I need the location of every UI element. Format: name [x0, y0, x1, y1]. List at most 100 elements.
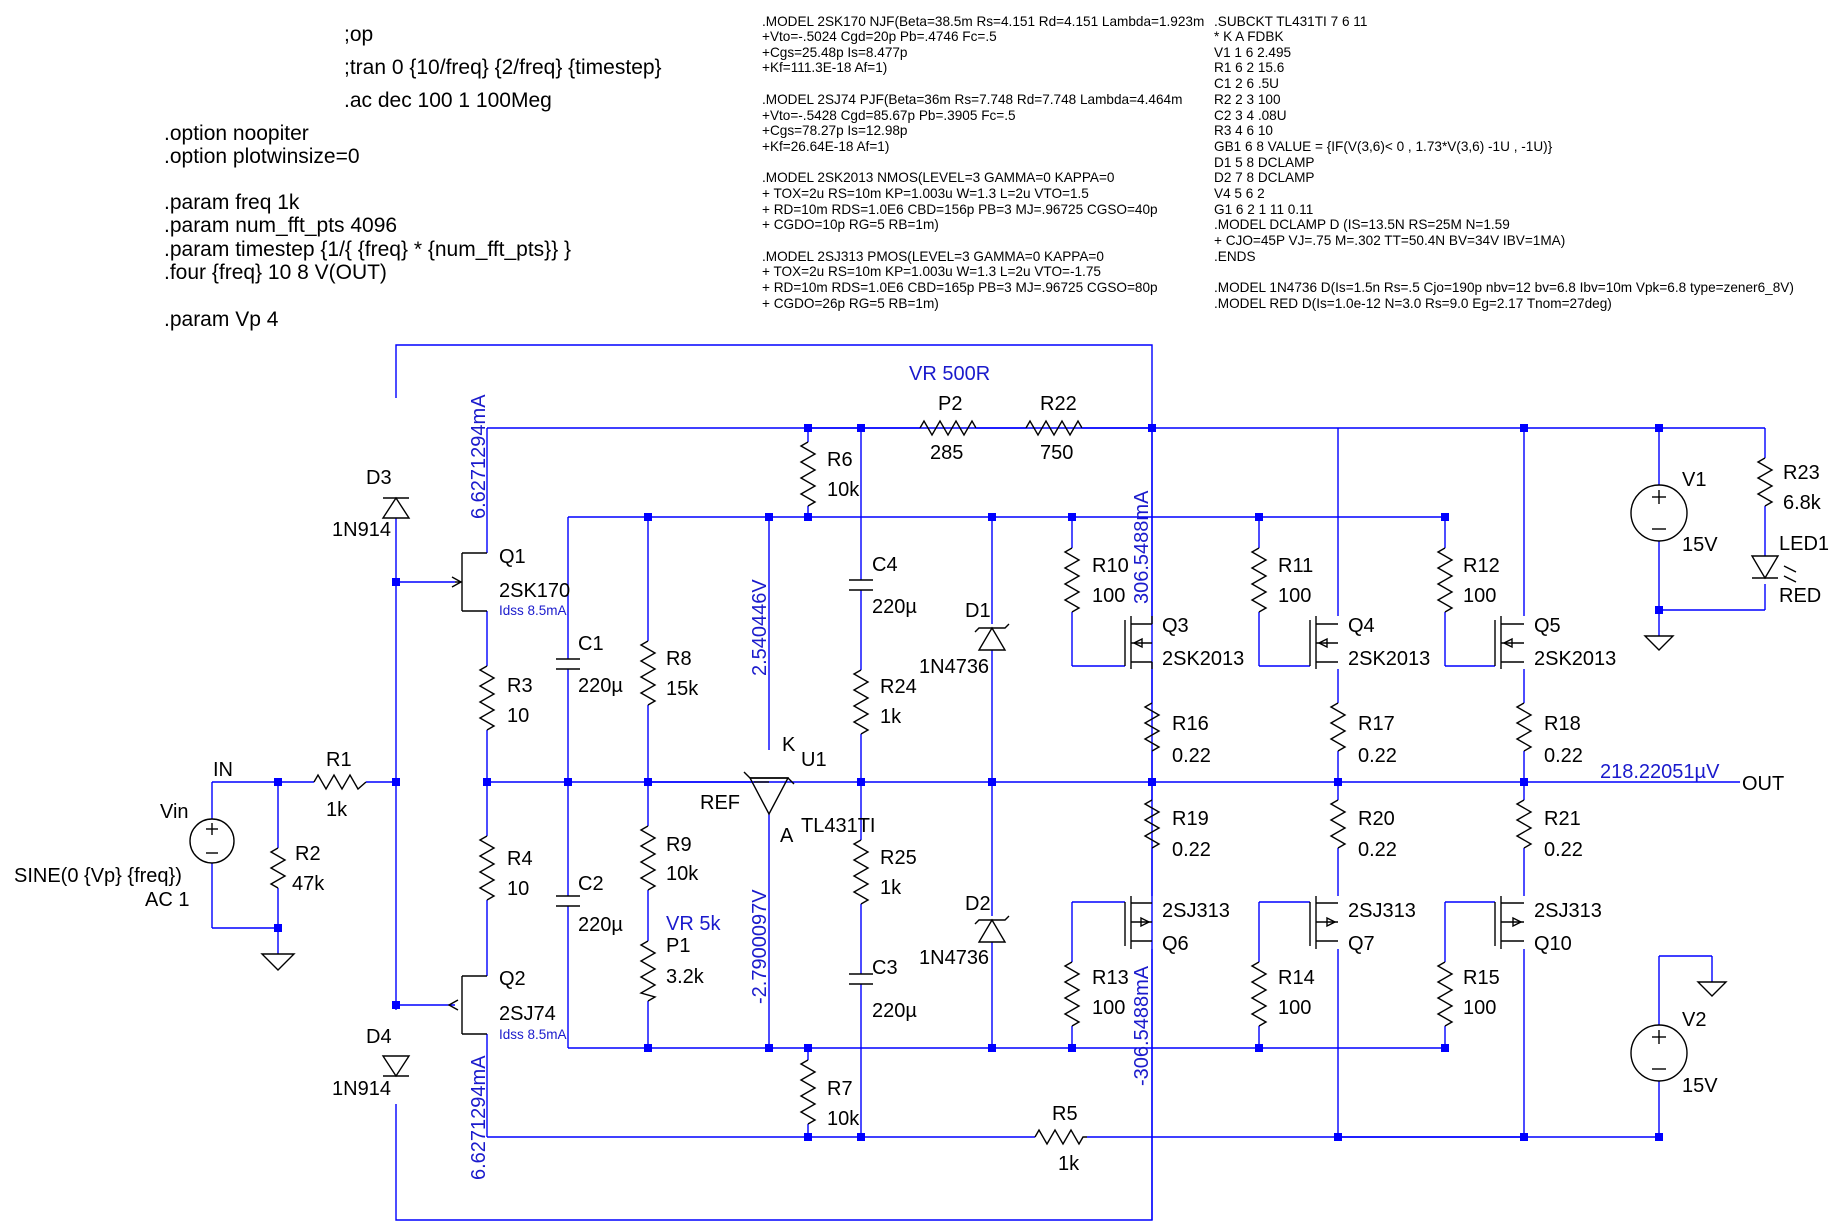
led1-diode[interactable] — [1750, 555, 1797, 583]
q7-pmos[interactable] — [1309, 896, 1338, 949]
q2-label[interactable]: Q2 — [499, 968, 526, 990]
c4-value[interactable]: 220µ — [872, 596, 917, 618]
d2-label[interactable]: D2 — [965, 893, 991, 915]
d3-label[interactable]: D3 — [366, 467, 392, 489]
r24-value[interactable]: 1k — [880, 706, 902, 728]
r5-resistor[interactable] — [1034, 1128, 1087, 1146]
c4-capacitor[interactable] — [849, 579, 873, 591]
r2-label[interactable]: R2 — [295, 843, 321, 865]
q10-value[interactable]: 2SJ313 — [1534, 900, 1602, 922]
d1-zener[interactable] — [974, 623, 1010, 651]
q2-jfet[interactable] — [447, 975, 487, 1035]
r1-resistor[interactable] — [313, 773, 367, 791]
model-line[interactable]: .MODEL 2SJ313 PMOS(LEVEL=3 GAMMA=0 KAPPA… — [762, 249, 1104, 264]
c2-value[interactable]: 220µ — [578, 914, 623, 936]
r12-value[interactable]: 100 — [1463, 585, 1496, 607]
v1-source[interactable] — [1630, 484, 1688, 542]
q10-pmos[interactable] — [1494, 896, 1524, 949]
r19-resistor[interactable] — [1143, 799, 1161, 849]
u1-k-label[interactable]: K — [782, 734, 796, 756]
q1-idss-note[interactable]: Idss 8.5mA — [499, 603, 567, 618]
r22-label[interactable]: R22 — [1040, 393, 1077, 415]
subckt-line[interactable]: .MODEL DCLAMP D (IS=13.5N RS=25M N=1.59 — [1214, 217, 1510, 232]
model-line[interactable]: +Cgs=78.27p Is=12.98p — [762, 123, 908, 138]
r14-label[interactable]: R14 — [1278, 967, 1315, 989]
c1-capacitor[interactable] — [556, 658, 580, 670]
p2-potentiometer[interactable] — [919, 419, 977, 437]
p2-note[interactable]: VR 500R — [909, 363, 990, 385]
subckt-line[interactable]: D1 5 8 DCLAMP — [1214, 155, 1314, 170]
p2-value[interactable]: 285 — [930, 442, 963, 464]
q2-idss-note[interactable]: Idss 8.5mA — [499, 1027, 567, 1042]
subckt-line[interactable]: G1 6 2 1 11 0.11 — [1214, 202, 1313, 217]
r2-resistor[interactable] — [269, 847, 287, 889]
q3-label[interactable]: Q3 — [1162, 615, 1189, 637]
r16-resistor[interactable] — [1143, 702, 1161, 752]
u1-label[interactable]: U1 — [801, 749, 827, 771]
v2-source[interactable] — [1630, 1024, 1688, 1082]
q4-value[interactable]: 2SK2013 — [1348, 648, 1430, 670]
v1-label[interactable]: V1 — [1682, 469, 1706, 491]
r4-resistor[interactable] — [478, 835, 496, 901]
d2-value[interactable]: 1N4736 — [919, 947, 989, 969]
r1-value[interactable]: 1k — [326, 799, 348, 821]
d3-value[interactable]: 1N914 — [332, 519, 391, 541]
d4-label[interactable]: D4 — [366, 1026, 392, 1048]
r20-label[interactable]: R20 — [1358, 808, 1395, 830]
r8-value[interactable]: 15k — [666, 678, 699, 700]
subckt-line[interactable]: R2 2 3 100 — [1214, 92, 1281, 107]
u1-value[interactable]: TL431TI — [801, 815, 875, 837]
r11-resistor[interactable] — [1250, 547, 1268, 613]
r24-label[interactable]: R24 — [880, 676, 917, 698]
r20-value[interactable]: 0.22 — [1358, 839, 1397, 861]
r9-resistor[interactable] — [639, 825, 657, 891]
directive-param-freq[interactable]: .param freq 1k — [164, 191, 300, 214]
model-line[interactable]: +Vto=-.5024 Cgd=20p Pb=.4746 Fc=.5 — [762, 29, 997, 44]
subckt-line[interactable]: C2 3 4 .08U — [1214, 108, 1287, 123]
u1-tl431[interactable] — [743, 771, 795, 816]
directive-four[interactable]: .four {freq} 10 8 V(OUT) — [164, 261, 387, 284]
directive-param-fftpts[interactable]: .param num_fft_pts 4096 — [164, 214, 397, 237]
r8-label[interactable]: R8 — [666, 648, 692, 670]
r25-resistor[interactable] — [852, 839, 870, 905]
q5-label[interactable]: Q5 — [1534, 615, 1561, 637]
q7-value[interactable]: 2SJ313 — [1348, 900, 1416, 922]
r11-label[interactable]: R11 — [1278, 555, 1313, 577]
q6-value[interactable]: 2SJ313 — [1162, 900, 1230, 922]
r8-resistor[interactable] — [639, 640, 657, 706]
model-line[interactable]: + RD=10m RDS=1.0E6 CBD=165p PB=3 MJ=.967… — [762, 280, 1158, 295]
r11-value[interactable]: 100 — [1278, 585, 1311, 607]
model-line[interactable]: .MODEL 2SK170 NJF(Beta=38.5m Rs=4.151 Rd… — [762, 14, 1204, 29]
directive-option-plotwinsize[interactable]: .option plotwinsize=0 — [164, 145, 360, 168]
subckt-line[interactable]: GB1 6 8 VALUE = {IF(V(3,6)< 0 , 1.73*V(3… — [1214, 139, 1553, 154]
directive-param-timestep[interactable]: .param timestep {1/{ {freq} * {num_fft_p… — [164, 238, 571, 261]
q4-nmos[interactable] — [1309, 616, 1338, 669]
model-line[interactable]: + TOX=2u RS=10m KP=1.003u W=1.3 L=2u VTO… — [762, 264, 1101, 279]
model-line[interactable]: + CGDO=26p RG=5 RB=1m) — [762, 296, 939, 311]
r7-resistor[interactable] — [799, 1059, 817, 1125]
r21-label[interactable]: R21 — [1544, 808, 1581, 830]
r12-resistor[interactable] — [1436, 547, 1454, 613]
u1-a-label[interactable]: A — [780, 825, 794, 847]
r13-resistor[interactable] — [1063, 961, 1081, 1027]
d3-diode[interactable] — [381, 496, 411, 519]
c1-label[interactable]: C1 — [578, 633, 604, 655]
r4-label[interactable]: R4 — [507, 848, 533, 870]
directive-ac[interactable]: .ac dec 100 1 100Meg — [344, 89, 552, 112]
r7-label[interactable]: R7 — [827, 1078, 853, 1100]
v2-label[interactable]: V2 — [1682, 1009, 1706, 1031]
model-line[interactable]: + RD=10m RDS=1.0E6 CBD=156p PB=3 MJ=.967… — [762, 202, 1158, 217]
directive-tran[interactable]: ;tran 0 {10/freq} {2/freq} {timestep} — [344, 56, 662, 79]
vin-value[interactable]: SINE(0 {Vp} {freq}) — [14, 865, 182, 887]
p1-label[interactable]: P1 — [666, 935, 690, 957]
c1-value[interactable]: 220µ — [578, 675, 623, 697]
c4-label[interactable]: C4 — [872, 554, 898, 576]
d4-value[interactable]: 1N914 — [332, 1078, 391, 1100]
r22-resistor[interactable] — [1025, 419, 1083, 437]
r25-label[interactable]: R25 — [880, 847, 917, 869]
r9-label[interactable]: R9 — [666, 834, 692, 856]
model-line[interactable]: +Vto=-.5428 Cgd=85.67p Pb=.3905 Fc=.5 — [762, 108, 1016, 123]
c2-capacitor[interactable] — [556, 895, 580, 907]
r17-label[interactable]: R17 — [1358, 713, 1395, 735]
vin-ac[interactable]: AC 1 — [145, 889, 189, 911]
